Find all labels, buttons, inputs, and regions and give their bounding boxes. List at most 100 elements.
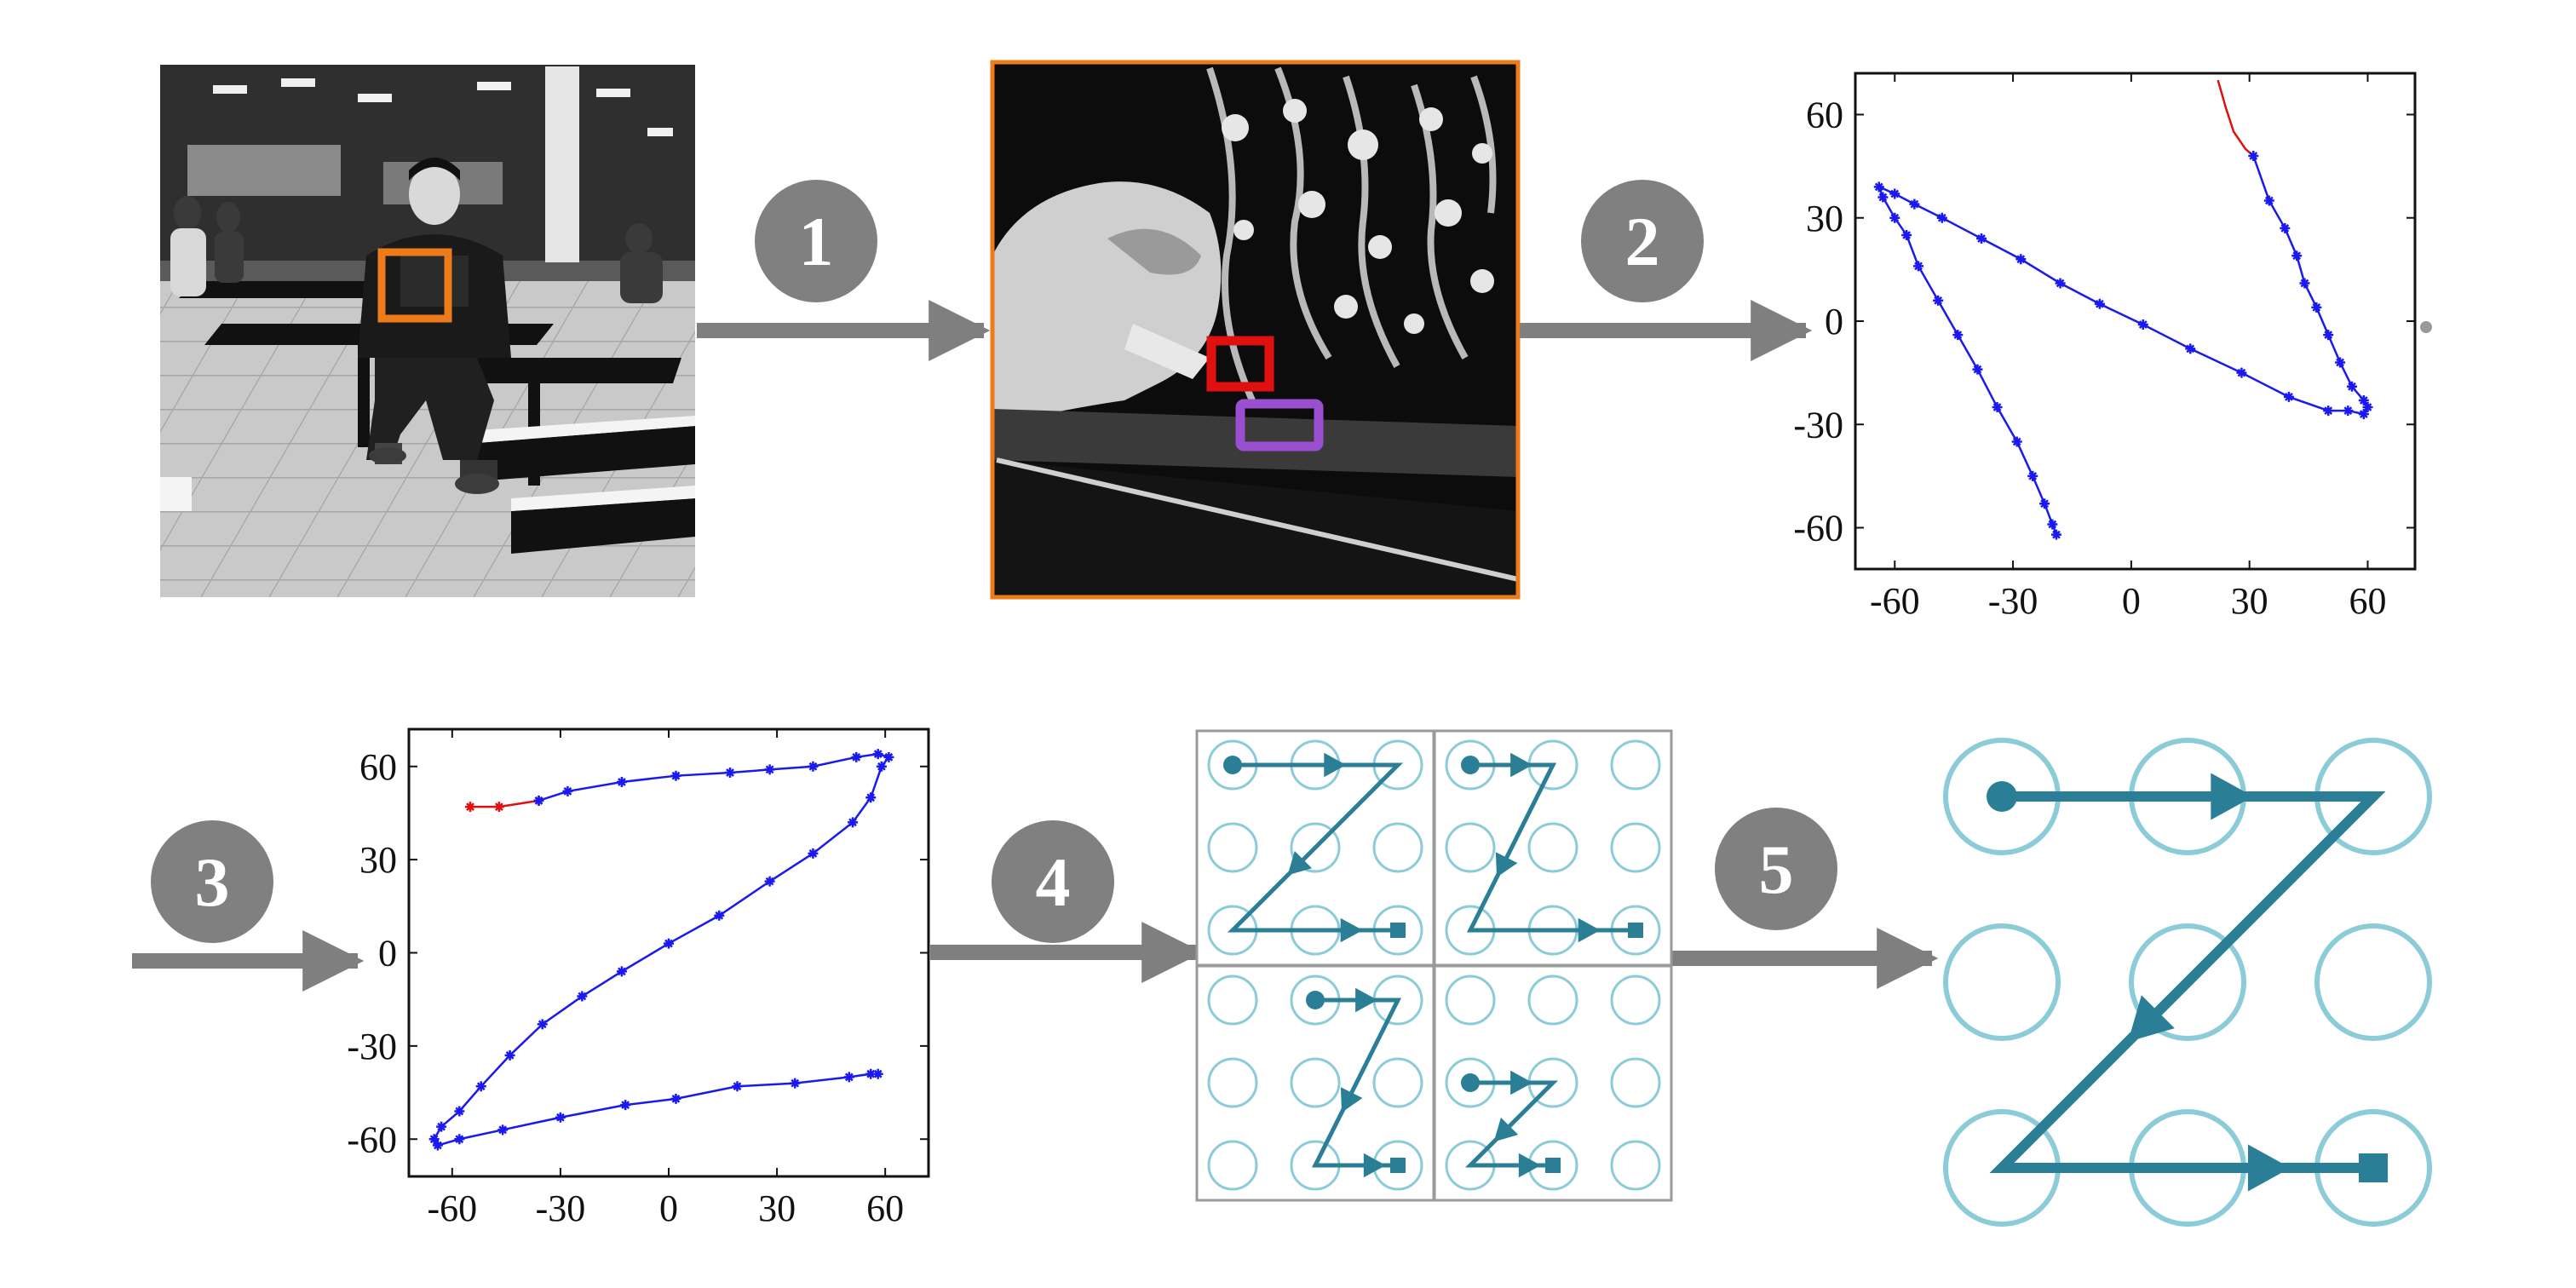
trajectory-point [436,1121,447,1132]
y-tick-label: -30 [347,1026,397,1067]
pattern-dot [1610,739,1661,791]
trajectory-line-blue [433,752,891,1147]
trajectory-point [2236,367,2247,378]
step-badge-2: 2 [1581,180,1704,302]
pattern-arrowhead [1493,1117,1519,1142]
pattern-path [1989,791,2386,1173]
inferred-pattern [1943,738,2432,1227]
pattern-arrowhead [1363,1153,1386,1178]
pattern-start [1223,756,1242,774]
pattern-arrowhead [2128,995,2175,1042]
pattern-dot [2314,923,2432,1041]
pattern-dot [1207,1140,1258,1191]
trajectory-point [2137,319,2148,331]
candidate-patterns [1195,729,1673,1202]
trajectory-point [808,761,819,772]
step-badge-5: 5 [1715,808,1837,930]
y-tick-label: 0 [1825,301,1843,342]
trajectory-point [872,749,883,760]
candidate-pattern-2 [1433,729,1673,967]
pattern-dot [1445,975,1496,1026]
trajectory-point [764,764,775,775]
pattern-start [1306,991,1325,1009]
x-tick-label: 30 [758,1187,796,1229]
trajectory-line-blue [1877,155,2369,536]
trajectory-point [2263,195,2274,206]
step-number: 3 [195,843,230,921]
pattern-start [1987,781,2017,812]
x-tick-label: 0 [659,1187,678,1229]
pattern-dot [1610,1057,1661,1108]
x-tick-label: 60 [866,1187,904,1229]
orange-roi-box [377,248,452,323]
trajectory-point [848,817,859,828]
trajectory-point [2280,222,2291,233]
trajectory-point [2346,381,2357,392]
step-number: 1 [799,203,834,280]
pattern-dot [1372,1057,1423,1108]
trajectory-point [2011,436,2022,447]
pattern-start [1461,1073,1480,1092]
trajectory-point [475,1081,486,1092]
trajectory-point [1901,229,1912,240]
trajectory-point [2323,330,2334,341]
trajectory-point [1936,212,1947,223]
step-number: 2 [1625,203,1660,280]
trajectory-point [454,1134,465,1145]
pattern-dot [1290,822,1341,873]
pattern-path [1227,762,1404,933]
y-tick-label: 0 [378,933,397,975]
pattern-end [1545,1158,1561,1173]
trajectory-point [497,1124,509,1136]
pattern-arrowhead [1510,1070,1533,1095]
trajectory-point [2291,250,2303,262]
trajectory-point [790,1078,801,1089]
trajectory-point [2185,343,2196,354]
pattern-dot [1527,822,1578,873]
x-tick-label: 60 [2349,580,2386,622]
trajectory-point [725,768,736,779]
pattern-arrowhead [1495,852,1518,877]
x-tick-label: -60 [428,1187,478,1229]
trajectory-point [616,776,627,787]
x-tick-label: -30 [1988,580,2038,622]
trajectory-point [620,1100,631,1111]
pattern-dot [1372,822,1423,873]
red-roi-box [1206,336,1274,392]
trajectory-point [2299,278,2310,289]
x-tick-label: 0 [2122,580,2141,622]
pattern-end [1390,923,1406,938]
purple-roi-box [1235,399,1324,451]
trajectory-point [1913,261,1924,272]
trajectory-point [537,1019,548,1030]
trajectory-point [1952,330,1964,341]
trajectory-point [1976,233,1987,244]
pattern-arrowhead [1324,752,1347,778]
pattern-dot [1527,975,1578,1026]
pattern-dot [1943,923,2061,1041]
y-tick-label: 30 [1806,198,1843,239]
trajectory-line-red [2217,79,2255,157]
trajectory-point [454,1106,465,1117]
trajectory-point [2055,278,2066,289]
trajectory-point [2323,405,2334,417]
trajectory-point [670,770,681,781]
trajectory-point [664,938,674,949]
trajectory-line-red [470,799,539,808]
trajectory-point [555,1112,566,1123]
step-badge-1: 1 [755,180,877,302]
x-tick-label: -30 [536,1187,586,1229]
pattern-arrowhead [1287,850,1313,876]
pattern-arrowhead [1518,1153,1541,1178]
trajectory-point [616,966,627,977]
step-badge-3: 3 [151,820,273,943]
trajectory-point [883,751,894,762]
trajectory-point [851,751,862,762]
trajectory-point [808,848,819,859]
trajectory-point [714,910,725,921]
trajectory-point [1889,212,1900,223]
candidate-pattern-4 [1433,964,1673,1202]
pattern-dot [1610,1140,1661,1191]
